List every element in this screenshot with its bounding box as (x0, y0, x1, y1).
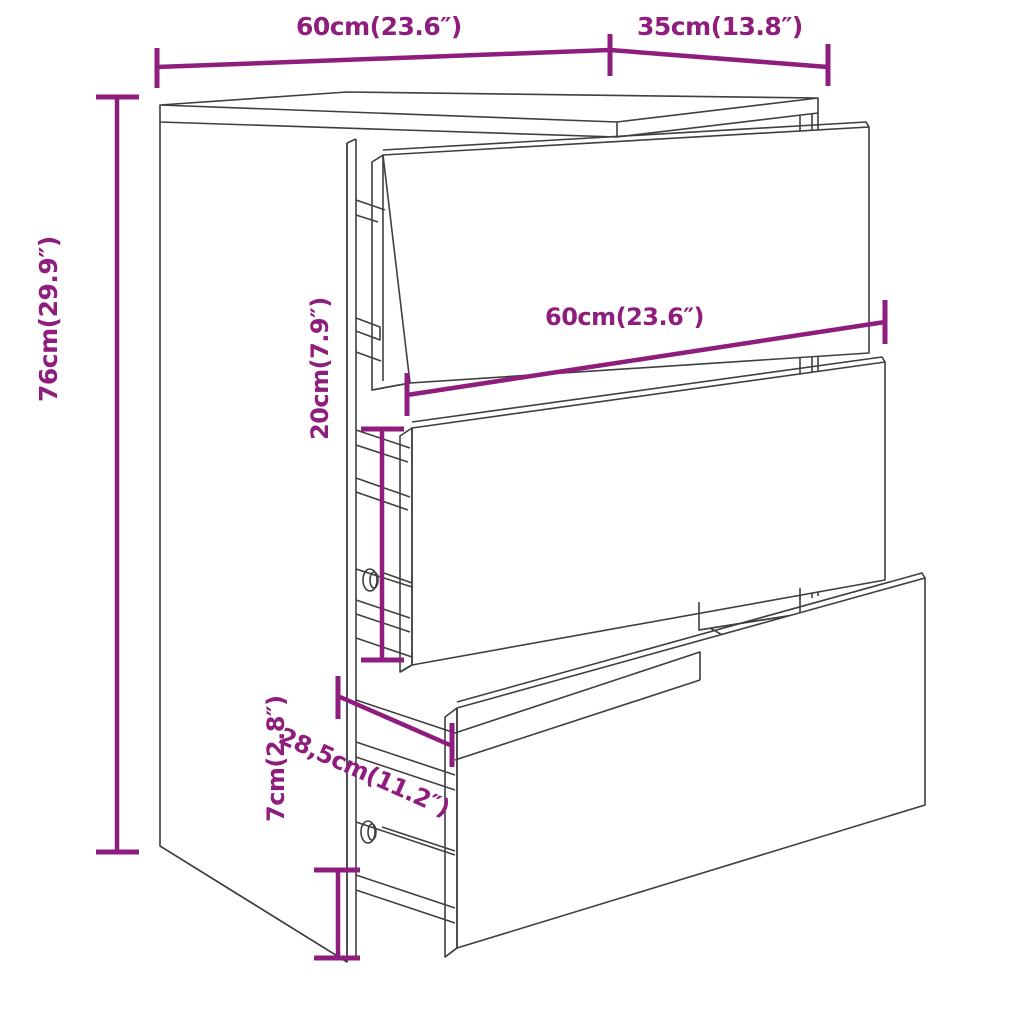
cabinet-left-side-panel (159, 122, 348, 963)
drawer-front-middle (399, 356, 886, 673)
drawer-front-bottom (444, 572, 926, 958)
dimension-label-top-width: 60cm(23.6″) (296, 12, 462, 41)
drawer-slide-roller-bottom (355, 820, 456, 856)
cabinet-top-panel (159, 91, 819, 138)
dimension-overall-height (96, 94, 139, 855)
dimension-base-height (314, 867, 360, 961)
dimension-drawer-depth (335, 676, 455, 767)
dimension-top-width (154, 34, 613, 88)
cabinet-interior-top-cavity (355, 199, 386, 362)
drawer-front-top (371, 121, 870, 391)
dimension-label-overall-height: 76cm(29.9″) (34, 236, 63, 402)
dimension-drawer-height (361, 426, 404, 663)
dimension-drawer-width (404, 300, 888, 416)
drawer-box-bottom-rail (454, 651, 701, 761)
dimension-label-base-height: 7cm(2.8″) (262, 695, 290, 822)
dimension-top-depth (609, 44, 831, 86)
dimension-label-drawer-height: 20cm(7.9″) (306, 297, 334, 440)
cabinet-body-outline (159, 91, 926, 963)
dimension-label-drawer-width: 60cm(23.6″) (545, 303, 705, 331)
dimension-label-top-depth: 35cm(13.8″) (637, 12, 803, 41)
cabinet-interior-bottom-cavity (355, 699, 456, 924)
cabinet-front-right-edge (346, 138, 357, 962)
